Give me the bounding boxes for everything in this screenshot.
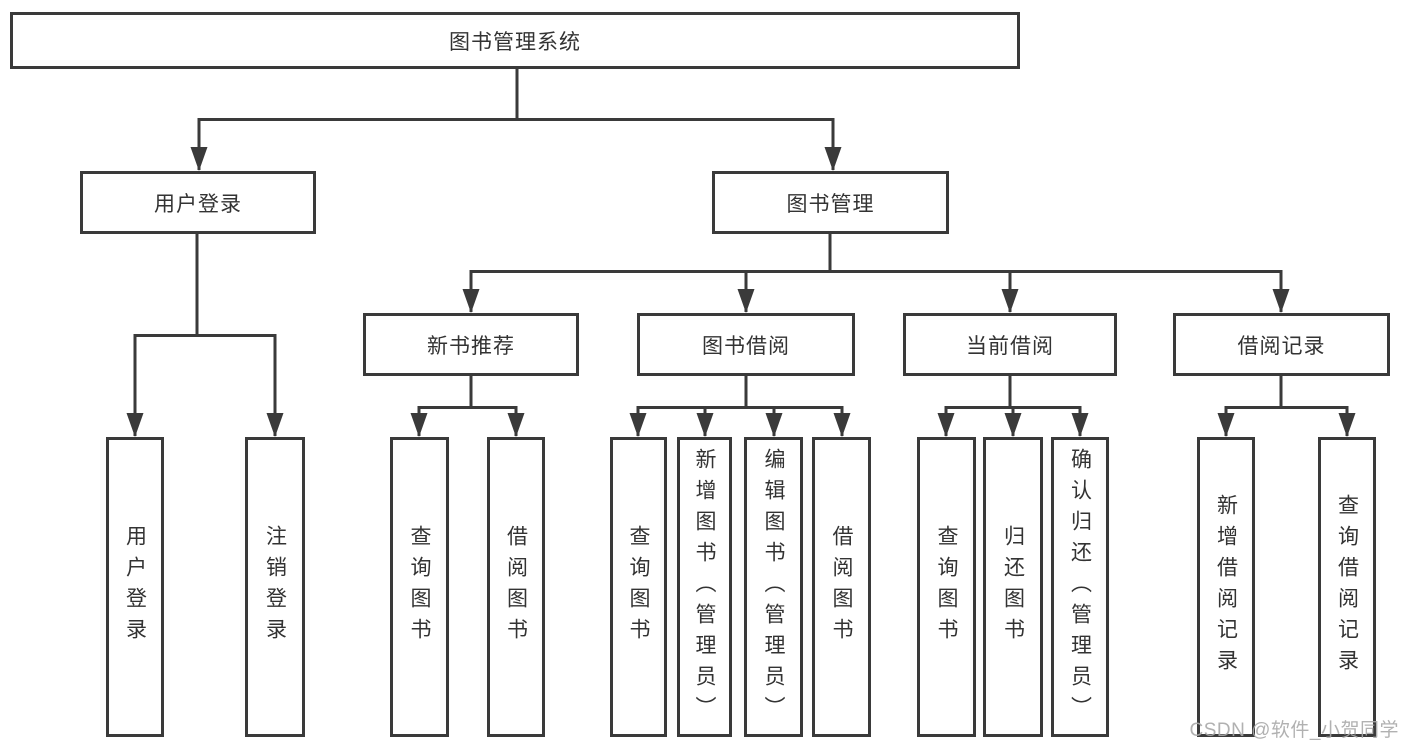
node-root-system: 图书管理系统	[10, 12, 1020, 69]
leaf-return-books: 归还图书	[983, 437, 1043, 737]
node-new-book-recommend: 新书推荐	[363, 313, 579, 376]
node-borrow-records: 借阅记录	[1173, 313, 1390, 376]
leaf-query-books-1: 查询图书	[390, 437, 449, 737]
node-book-borrow: 图书借阅	[637, 313, 855, 376]
node-book-management: 图书管理	[712, 171, 949, 234]
leaf-query-books-2: 查询图书	[610, 437, 667, 737]
leaf-edit-books-admin: 编辑图书（管理员）	[744, 437, 803, 737]
leaf-user-login: 用户登录	[106, 437, 164, 737]
leaf-query-books-3: 查询图书	[917, 437, 976, 737]
leaf-add-books-admin: 新增图书（管理员）	[677, 437, 732, 737]
leaf-borrow-books-1: 借阅图书	[487, 437, 545, 737]
node-user-login: 用户登录	[80, 171, 316, 234]
leaf-add-borrow-record: 新增借阅记录	[1197, 437, 1255, 737]
leaf-confirm-return-admin: 确认归还（管理员）	[1051, 437, 1109, 737]
leaf-query-borrow-record: 查询借阅记录	[1318, 437, 1376, 737]
leaf-logout: 注销登录	[245, 437, 305, 737]
csdn-watermark: CSDN @软件_小贺同学	[1189, 720, 1399, 741]
leaf-borrow-books-2: 借阅图书	[812, 437, 871, 737]
node-current-borrow: 当前借阅	[903, 313, 1117, 376]
